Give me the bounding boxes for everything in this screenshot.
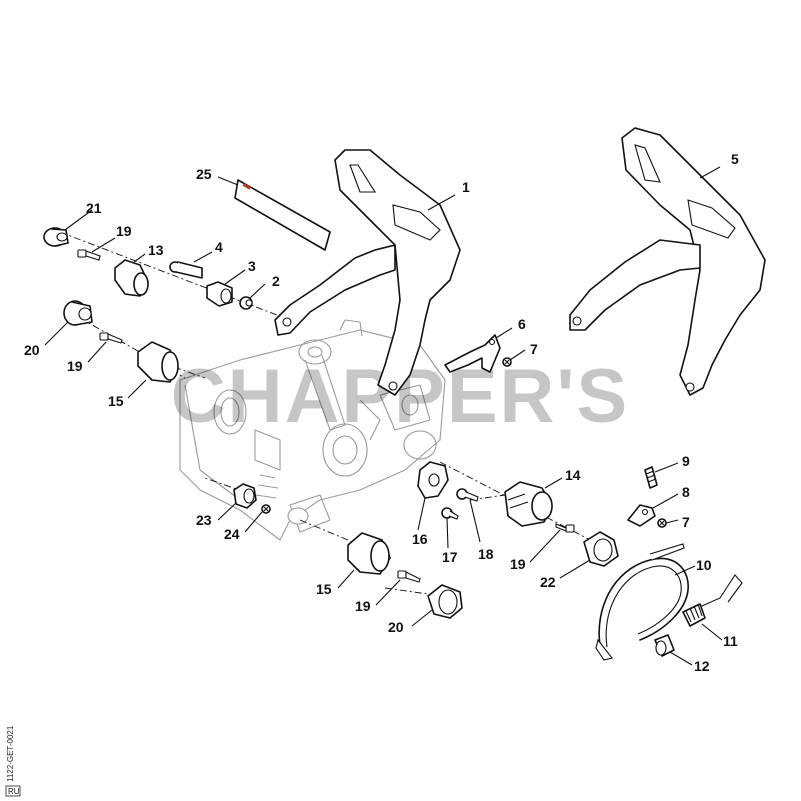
screw-7-lower: [657, 518, 667, 528]
callout-25: 25: [196, 166, 212, 182]
crankcase-ghost: [179, 319, 446, 541]
bushing-23: [233, 483, 257, 509]
callout-24: 24: [224, 526, 240, 542]
sleeve-12: [654, 634, 675, 657]
callout-15-upper: 15: [108, 393, 124, 409]
sleeve-2: [239, 296, 253, 310]
document-reference: 1122-GET-0021 RU: [5, 725, 21, 797]
bracket-6: [444, 334, 501, 373]
callout-11: 11: [723, 633, 738, 649]
callout-9: 9: [682, 453, 690, 469]
screw-17: [441, 507, 459, 520]
bolt-4: [169, 261, 203, 279]
cap-22: [583, 531, 619, 567]
leader-lines: [44, 166, 723, 666]
buffer-15-lower: [347, 532, 391, 575]
callout-16: 16: [412, 531, 428, 547]
callout-8: 8: [682, 484, 690, 500]
callout-20-lower: 20: [388, 619, 404, 635]
callout-1: 1: [462, 179, 470, 195]
plug-21: [43, 227, 69, 247]
callout-21: 21: [86, 200, 102, 216]
callout-14: 14: [565, 467, 581, 483]
plug-20-upper: [63, 300, 93, 326]
bushing-3: [206, 281, 233, 307]
callout-6: 6: [518, 316, 526, 332]
screw-19-upper: [77, 249, 101, 261]
callout-13: 13: [148, 242, 164, 258]
callout-20-upper: 20: [24, 342, 40, 358]
callout-19-left-mid: 19: [67, 358, 83, 374]
callout-19-lower: 19: [355, 598, 371, 614]
callout-19-right: 19: [510, 556, 526, 572]
lever-8: [627, 504, 656, 527]
callout-2: 2: [272, 273, 280, 289]
callout-12: 12: [694, 658, 710, 674]
screw-18: [456, 488, 479, 502]
callout-22: 22: [540, 574, 556, 590]
buffer-15-upper: [137, 341, 179, 383]
callout-7-lower: 7: [682, 514, 690, 530]
buffer-13: [114, 259, 149, 297]
screw-24: [261, 504, 271, 514]
brake-band-10: [595, 543, 689, 661]
callout-10: 10: [696, 557, 712, 573]
spring-9: [644, 466, 658, 489]
callout-18: 18: [478, 546, 494, 562]
callout-labels: 1 5 25 21 19 13 4 3 2 20 19 15 6 7 16 17…: [24, 151, 739, 674]
cover-16: [417, 461, 449, 499]
label-strip-25: [234, 179, 331, 251]
callout-17: 17: [442, 549, 458, 565]
callout-3: 3: [248, 258, 256, 274]
callout-4: 4: [215, 239, 223, 255]
callout-5: 5: [731, 151, 739, 167]
callout-19-upper: 19: [116, 223, 132, 239]
spring-11: [682, 574, 743, 627]
callout-23: 23: [196, 512, 212, 528]
cap-20-lower: [427, 584, 463, 619]
screw-19-right: [555, 523, 575, 533]
doc-ref-tag: RU: [8, 787, 20, 796]
callout-7-upper: 7: [530, 341, 538, 357]
handle-5: [569, 127, 766, 396]
buffer-14: [504, 481, 553, 527]
screw-19-left-mid: [99, 332, 123, 344]
front-handle-1: [274, 149, 461, 396]
screw-19-lower: [397, 570, 421, 583]
screw-7-upper: [502, 357, 512, 367]
doc-ref-number: 1122-GET-0021: [6, 725, 15, 782]
callout-15-lower: 15: [316, 581, 332, 597]
